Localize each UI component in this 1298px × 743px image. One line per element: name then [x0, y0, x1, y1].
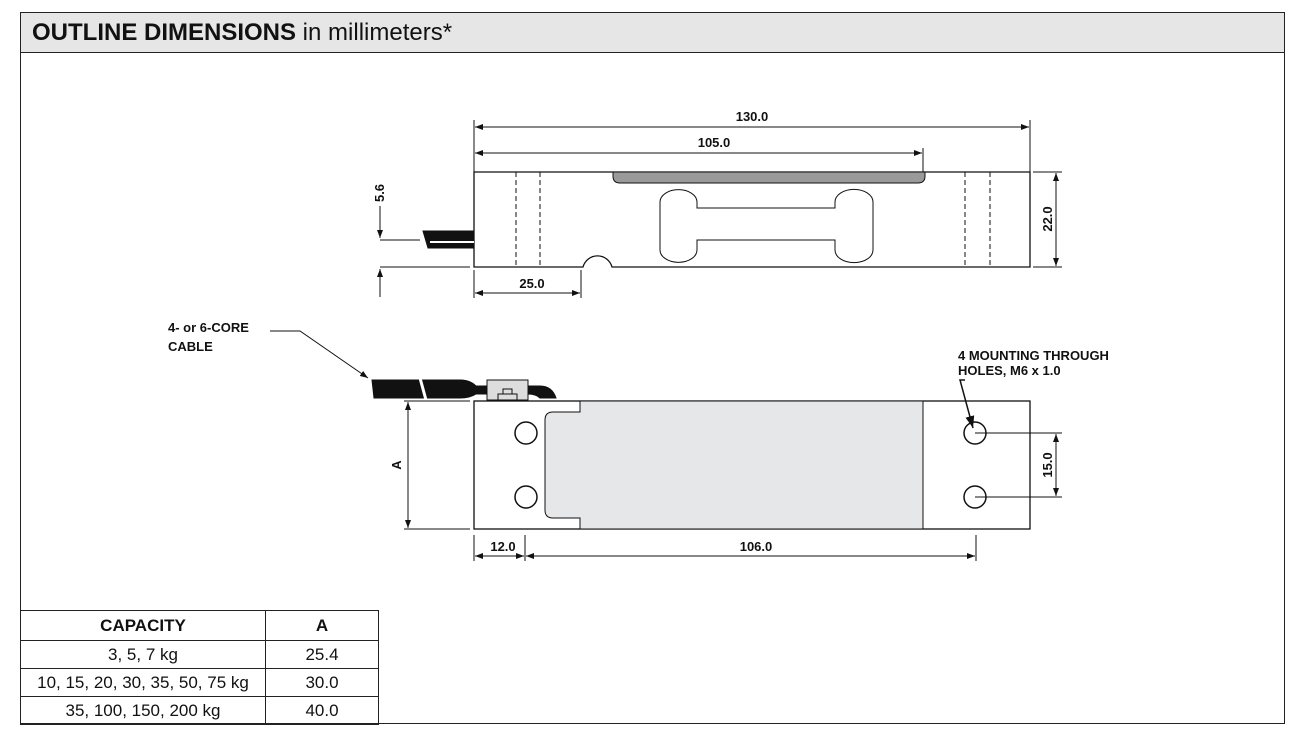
- cable-stub: [422, 230, 475, 249]
- table-row: 10, 15, 20, 30, 35, 50, 75 kg 30.0: [20, 668, 379, 697]
- header-capacity: CAPACITY: [20, 610, 266, 641]
- holes-label-line2: HOLES, M6 x 1.0: [958, 363, 1061, 378]
- table-row: 35, 100, 150, 200 kg 40.0: [20, 696, 379, 725]
- dim-width-a: A: [389, 460, 404, 470]
- capacity-cell: 35, 100, 150, 200 kg: [20, 696, 266, 725]
- cable-leader: [270, 330, 369, 379]
- dim-cable-offset: 5.6: [372, 184, 387, 202]
- load-pad: [612, 171, 926, 184]
- dim-overall-length: 130.0: [736, 109, 769, 124]
- header-a: A: [265, 610, 379, 641]
- top-view: [377, 120, 1062, 298]
- holes-label-line1: 4 MOUNTING THROUGH: [958, 348, 1109, 363]
- a-cell: 25.4: [265, 640, 379, 669]
- a-cell: 30.0: [265, 668, 379, 697]
- capacity-cell: 3, 5, 7 kg: [20, 640, 266, 669]
- bottom-view: [270, 330, 1062, 561]
- dim-pad-length: 105.0: [698, 135, 731, 150]
- dim-notch-offset: 25.0: [519, 276, 544, 291]
- a-cell: 40.0: [265, 696, 379, 725]
- panel-title: OUTLINE DIMENSIONS in millimeters*: [32, 19, 452, 47]
- outline-dimensions-panel: OUTLINE DIMENSIONS in millimeters*: [20, 12, 1285, 724]
- strain-gauge-area: [544, 400, 924, 530]
- dim-hole-offset: 12.0: [490, 539, 515, 554]
- dim-hole-spacing: 106.0: [740, 539, 773, 554]
- cable-label-line2: CABLE: [168, 339, 213, 354]
- holes-leader: [959, 379, 975, 429]
- dim-hole-vertical: 15.0: [1040, 452, 1055, 477]
- bending-beam-cutout: [659, 188, 874, 264]
- table-header-row: CAPACITY A: [20, 610, 379, 641]
- cable-clamp: [486, 379, 529, 401]
- capacity-table: CAPACITY A 3, 5, 7 kg 25.4 10, 15, 20, 3…: [20, 610, 379, 725]
- panel-header: OUTLINE DIMENSIONS in millimeters*: [21, 13, 1284, 53]
- dim-height: 22.0: [1040, 206, 1055, 231]
- load-cell-side-outline: [473, 171, 1031, 268]
- capacity-cell: 10, 15, 20, 30, 35, 50, 75 kg: [20, 668, 266, 697]
- title-units: in millimeters*: [296, 19, 453, 46]
- table-row: 3, 5, 7 kg 25.4: [20, 640, 379, 669]
- cable-label-line1: 4- or 6-CORE: [168, 320, 249, 335]
- title-bold: OUTLINE DIMENSIONS: [32, 19, 297, 46]
